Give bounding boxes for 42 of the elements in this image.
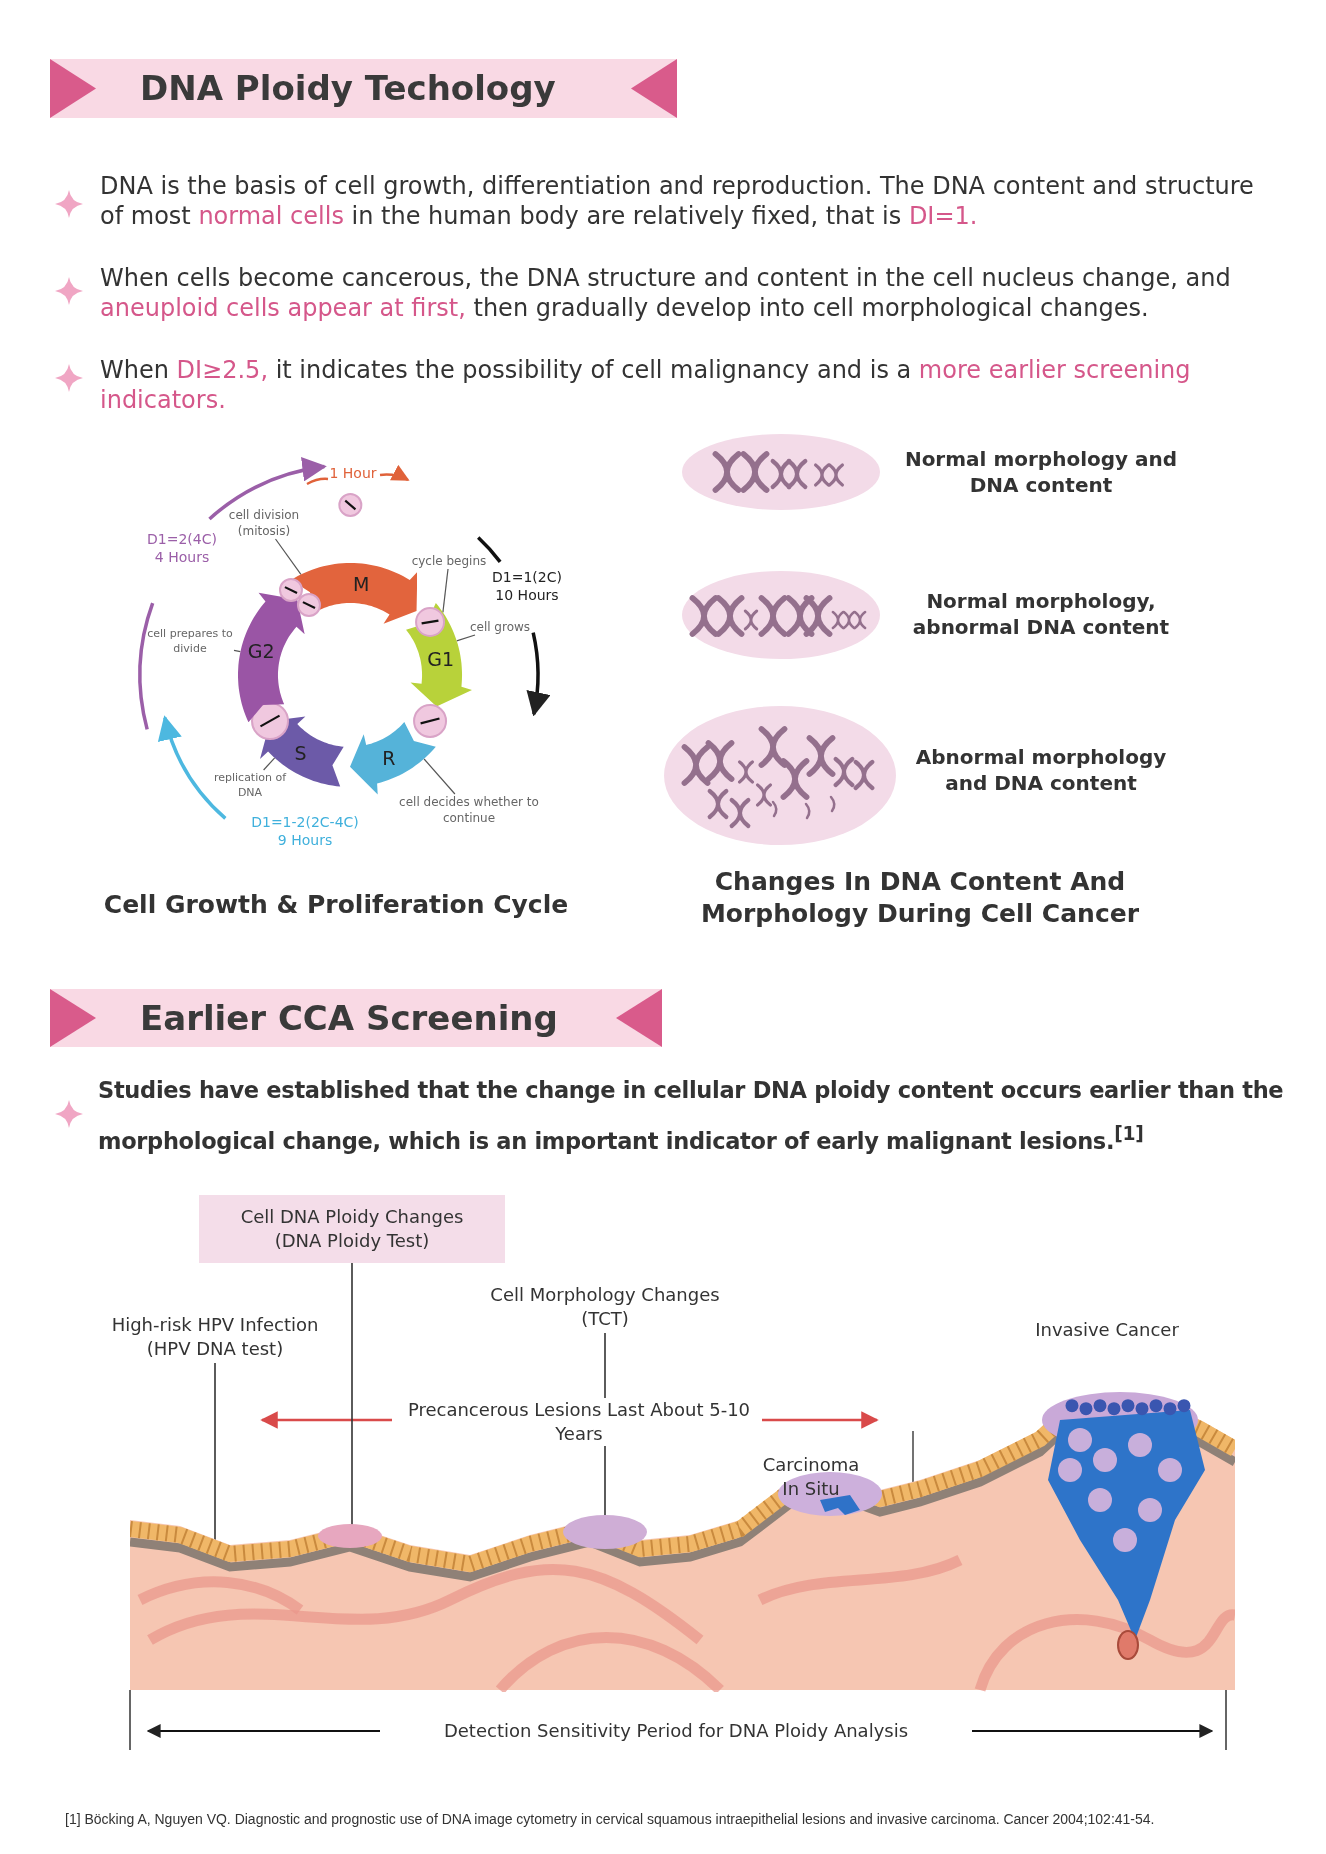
chromosome-oval xyxy=(682,434,880,510)
tissue-drawing xyxy=(130,1390,1235,1692)
chromosome-oval xyxy=(664,706,896,845)
annotation-label: cell prepares to divide xyxy=(146,626,234,656)
range-label: Precancerous Lesions Last About 5-10 Years xyxy=(406,1398,752,1446)
annotation-label: cell decides whether to continue xyxy=(393,794,545,826)
header-banner: Earlier CCA Screening xyxy=(50,989,662,1047)
ploidy-label: D1=2(4C) xyxy=(146,530,218,548)
ploidy-label: D1=1-2(2C-4C) xyxy=(250,813,360,831)
info-box: Cell DNA Ploidy Changes (DNA Ploidy Test) xyxy=(199,1195,505,1263)
leader-line xyxy=(274,538,302,575)
section-caption: Changes In DNA Content And Morphology During Cell Cancer xyxy=(700,866,1140,930)
annotation-label: Cell Morphology Changes (TCT) xyxy=(470,1283,740,1333)
ploidy-label: D1=1(2C) xyxy=(491,568,563,586)
stage-label: Carcinoma In Situ xyxy=(761,1453,861,1501)
caption-text: Normal morphology and DNA content xyxy=(903,446,1179,498)
caption-text: Abnormal morphology and DNA content xyxy=(914,744,1168,796)
leader-line xyxy=(456,634,476,642)
annotation-label: cell division (mitosis) xyxy=(215,507,313,539)
time-label: 10 Hours xyxy=(494,586,560,604)
annotation-label: High-risk HPV Infection (HPV DNA test) xyxy=(88,1313,342,1363)
range-label: Detection Sensitivity Period for DNA Ploidy Analysis xyxy=(442,1719,910,1742)
footnote: [1] Böcking A, Nguyen VQ. Diagnostic and prognostic use of DNA image cytometry in cervical squamous intraepithelial lesions and invasive carcinoma. Cancer 2004;102:41-54. xyxy=(65,1810,1156,1828)
leader-line xyxy=(263,757,276,771)
section-caption: Cell Growth & Proliferation Cycle xyxy=(102,889,570,921)
stage-label: Invasive Cancer xyxy=(1034,1318,1180,1341)
annotation-label: cycle begins xyxy=(403,553,495,569)
annotation-label: replication of DNA xyxy=(212,770,288,800)
leader-line xyxy=(233,649,241,653)
header-banner: DNA Ploidy Techology xyxy=(50,59,677,118)
time-label: 1 Hour xyxy=(328,464,378,482)
bullet-text: Studies have established that the change in cellular DNA ploidy content occurs earlier than the morphological change, which is an important indicator of early malignant lesions.$^{[1]}$ xyxy=(98,1076,1285,1156)
chromosome-oval xyxy=(682,571,880,659)
cycle-phase-segment: R xyxy=(350,722,436,795)
time-label: 4 Hours xyxy=(153,548,211,566)
bullet-text: When DI≥2.5, it indicates the possibility of cell malignancy and is a more earlier screening indicators. xyxy=(100,355,1192,415)
caption-text: Normal morphology, abnormal DNA content xyxy=(911,588,1171,640)
bullet-text: DNA is the basis of cell growth, differentiation and reproduction. The DNA content and structure of most normal cells in the human body are relatively fixed, that is DI=1. xyxy=(100,171,1255,231)
leader-line xyxy=(423,758,456,795)
leader-line xyxy=(442,568,449,613)
bullet-text: When cells become cancerous, the DNA structure and content in the cell nucleus change, and aneuploid cells appear at first, then gradually develop into cell morphological changes. xyxy=(100,263,1232,323)
time-label: 9 Hours xyxy=(276,831,334,849)
